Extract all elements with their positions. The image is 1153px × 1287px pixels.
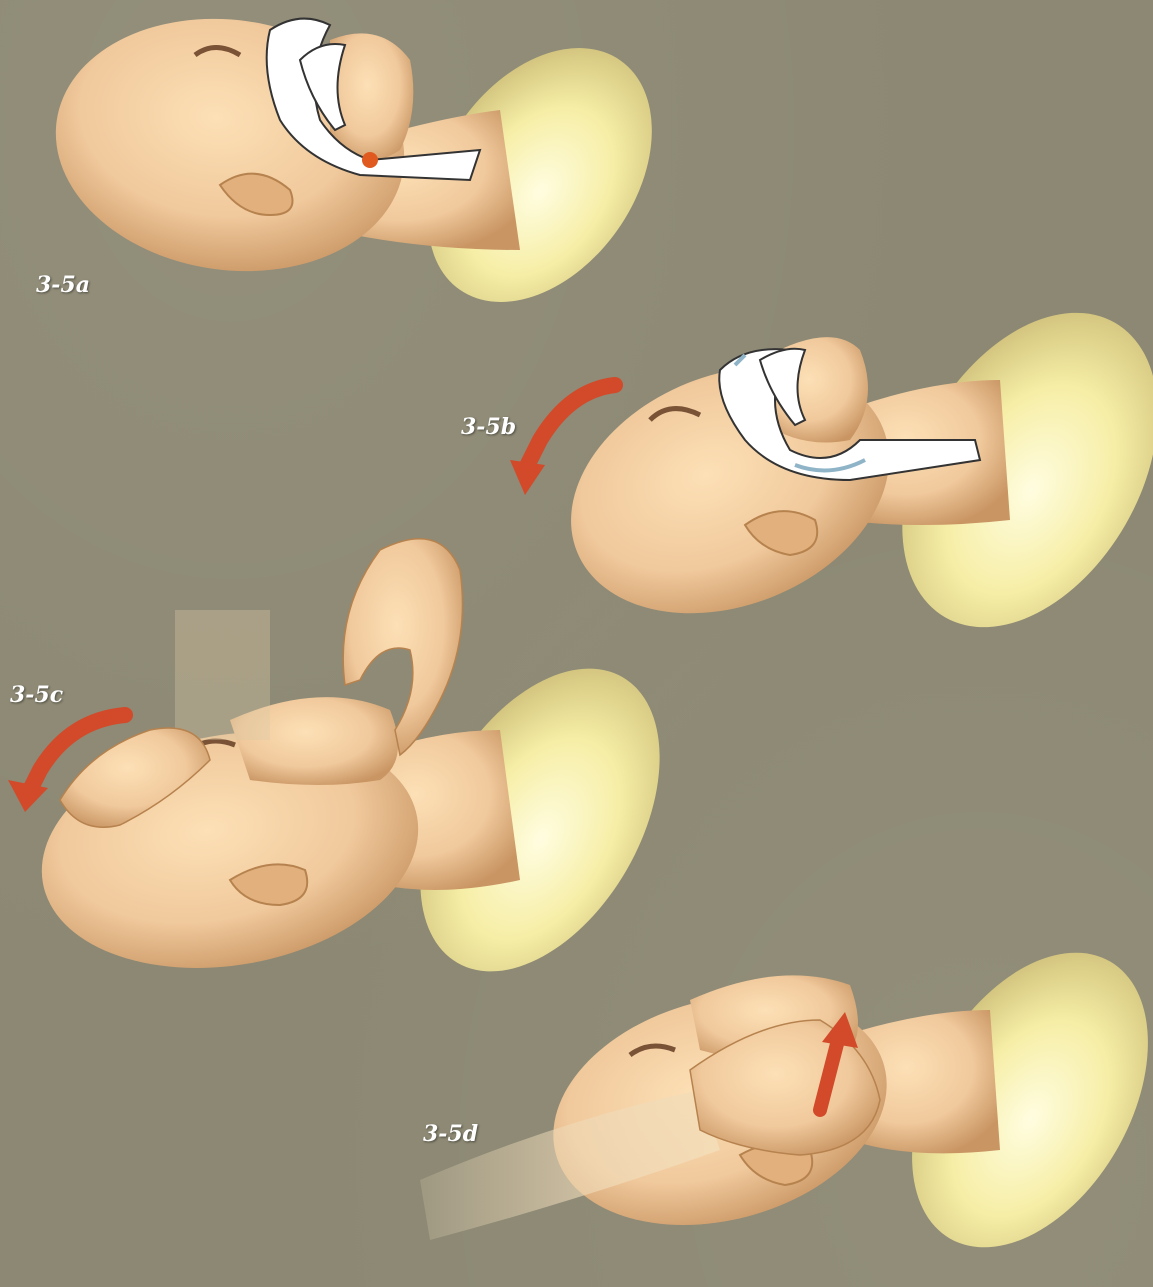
panel-label: 3-5d <box>423 1121 478 1147</box>
